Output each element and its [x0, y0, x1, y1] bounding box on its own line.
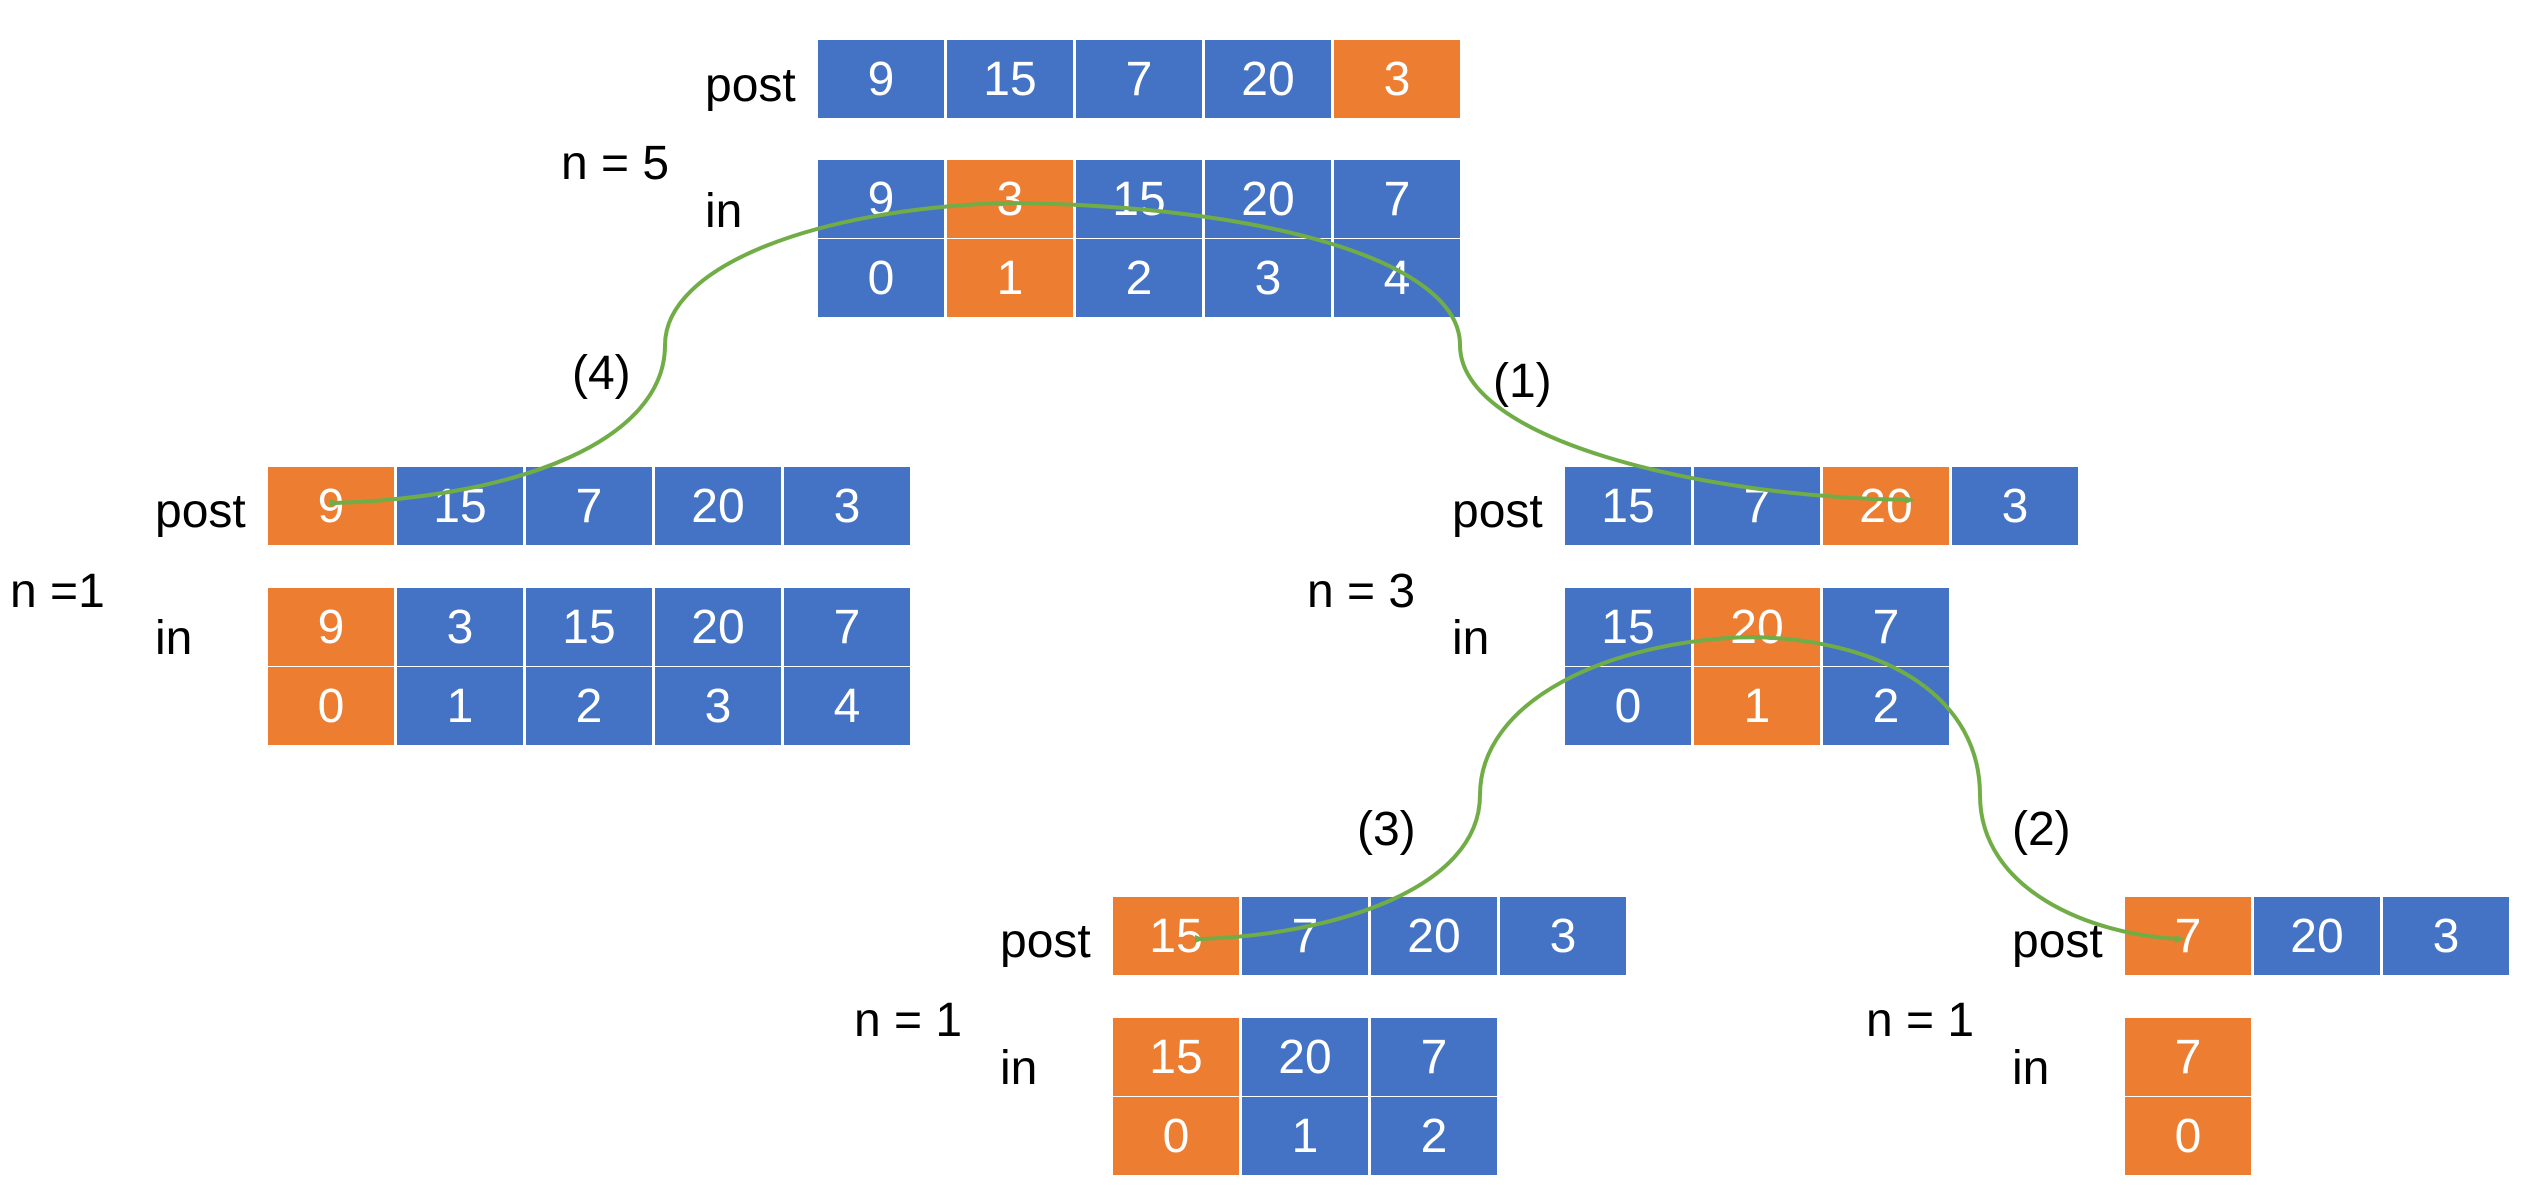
root-post-cell: 3: [1334, 40, 1460, 118]
arrow-step-4: [330, 201, 1009, 507]
left-9-index-cell: 1: [397, 667, 523, 745]
right-7-index-cell: 0: [2125, 1097, 2251, 1175]
left-15-index-cell: 1: [1242, 1097, 1368, 1175]
left-9-index-cell: 4: [784, 667, 910, 745]
root-post-cell: 9: [818, 40, 944, 118]
left-15-in-cell: 7: [1371, 1018, 1497, 1096]
right-20-post-cell: 3: [1952, 467, 2078, 545]
right-20-n-label: n = 3: [1307, 565, 1416, 618]
left-9-in-cell: 15: [526, 588, 652, 666]
left-9-index-cell: 3: [655, 667, 781, 745]
left-15-index-cell: 0: [1113, 1097, 1239, 1175]
left-9-n-label: n =1: [10, 565, 105, 618]
left-9-index-cell: 2: [526, 667, 652, 745]
arrow-step-2: [1751, 635, 2185, 943]
left-9-index-cell: 0: [268, 667, 394, 745]
right-7-post-cell: 7: [2125, 897, 2251, 975]
left-9-in-cell: 7: [784, 588, 910, 666]
left-15-index-cell: 2: [1371, 1097, 1497, 1175]
right-7-post-cell: 3: [2383, 897, 2509, 975]
left-9-post-label: post: [155, 485, 246, 538]
right-20-in-label: in: [1452, 612, 1490, 665]
step-label-1: (1): [1493, 355, 1552, 408]
left-9-in-cell: 9: [268, 588, 394, 666]
step-label-2: (2): [2012, 803, 2071, 856]
right-7-post-label: post: [2012, 915, 2103, 968]
arrow-step-3: [1195, 635, 1753, 943]
left-15-in-cell: 15: [1113, 1018, 1239, 1096]
root-n-label: n = 5: [561, 137, 670, 190]
right-7-n-label: n = 1: [1866, 994, 1975, 1047]
arrow-step-1: [1007, 201, 1915, 504]
root-post-cell: 15: [947, 40, 1073, 118]
root-post-cell: 20: [1205, 40, 1331, 118]
left-15-in-cell: 20: [1242, 1018, 1368, 1096]
left-15-post-label: post: [1000, 915, 1091, 968]
right-7-in-cell: 7: [2125, 1018, 2251, 1096]
step-label-3: (3): [1357, 803, 1416, 856]
left-15-in-label: in: [1000, 1042, 1038, 1095]
left-9-in-cell: 3: [397, 588, 523, 666]
root-post-label: post: [705, 59, 796, 112]
step-label-4: (4): [572, 347, 631, 400]
left-9-in-cell: 20: [655, 588, 781, 666]
right-7-post-cell: 20: [2254, 897, 2380, 975]
root-post-cell: 7: [1076, 40, 1202, 118]
right-7-in-label: in: [2012, 1042, 2050, 1095]
left-9-in-label: in: [155, 612, 193, 665]
root-in-label: in: [705, 185, 743, 238]
left-15-n-label: n = 1: [854, 994, 963, 1047]
right-20-post-label: post: [1452, 485, 1543, 538]
